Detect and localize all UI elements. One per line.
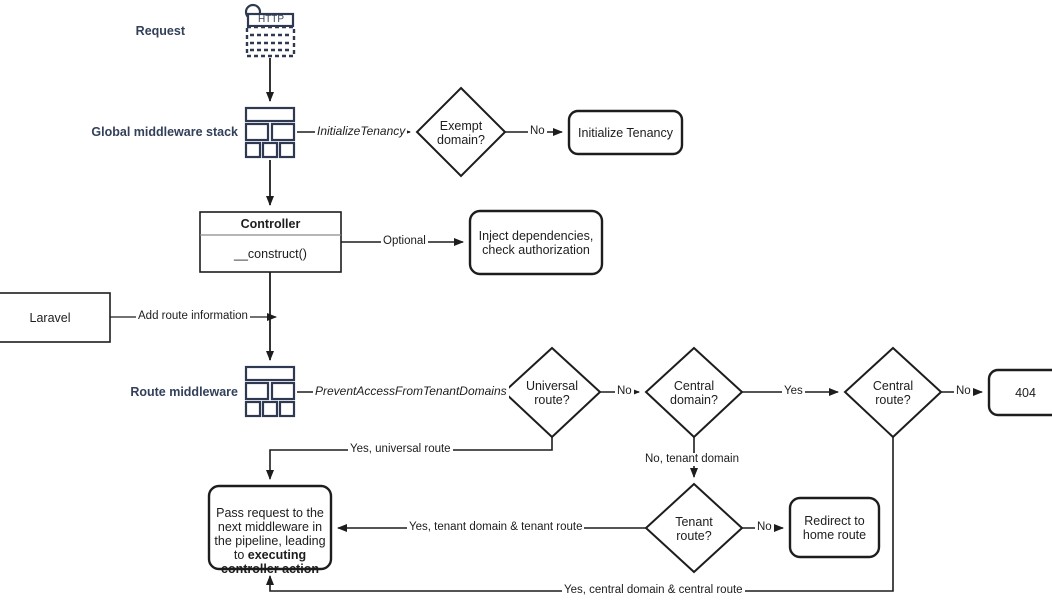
node-label-pass-request: Pass request to the next middleware in t…: [209, 486, 331, 576]
edge-label-controller-optional: Optional: [381, 235, 428, 248]
node-laravel: [0, 292, 111, 343]
edge-label-initialize-tenancy-middleware: InitializeTenancy: [315, 124, 408, 138]
node-label-central-route: Central route?: [872, 378, 914, 407]
node-label-exempt-domain: Exempt domain?: [437, 118, 485, 147]
edge-label-prevent-access-from-tenant-domains: PreventAccessFromTenantDomains: [313, 384, 509, 398]
node-label-laravel: Laravel: [29, 310, 71, 325]
node-tenant-route: [644, 482, 744, 574]
node-label-redirect-home: Redirect to home route: [802, 513, 867, 542]
node-redirect-home: [788, 496, 881, 559]
node-label-controller-title: Controller: [240, 216, 301, 231]
pass-request-text-emphasis: executing controller action: [221, 548, 319, 576]
node-label-inject-dependencies: Inject dependencies, check authorization: [478, 228, 594, 257]
node-404: [987, 368, 1052, 417]
middleware-stack-icon-global: [244, 106, 296, 159]
node-label-universal-route: Universal route?: [525, 378, 579, 407]
edge-label-yes-tenant-domain-tenant-route: Yes, tenant domain & tenant route: [407, 521, 585, 534]
edge-label-universal-route-no: No: [615, 385, 634, 398]
pass-request-text-plain: Pass request to the next middleware in t…: [214, 506, 326, 562]
label-global-middleware-stack: Global middleware stack: [91, 125, 238, 139]
node-exempt-domain: [415, 86, 507, 178]
http-badge-label: HTTP: [257, 14, 285, 25]
edge-label-add-route-information: Add route information: [136, 310, 250, 323]
node-label-initialize-tenancy: Initialize Tenancy: [578, 125, 673, 140]
middleware-stack-icon-route: [244, 365, 296, 418]
node-initialize-tenancy: [567, 109, 684, 156]
http-request-icon: [244, 3, 296, 58]
node-label-tenant-route: Tenant route?: [675, 514, 713, 543]
node-pass-request: [207, 484, 333, 571]
edge-label-central-domain-yes: Yes: [782, 385, 805, 398]
label-route-middleware: Route middleware: [130, 385, 238, 399]
node-label-controller-method: __construct(): [234, 246, 307, 261]
edge-label-tenant-route-no: No: [755, 521, 774, 534]
label-request: Request: [135, 24, 185, 38]
edge-label-central-route-no: No: [954, 385, 973, 398]
edge-label-exempt-domain-no: No: [528, 125, 547, 138]
edge-label-yes-universal-route: Yes, universal route: [348, 443, 453, 456]
node-inject-dependencies: [468, 209, 604, 276]
node-label-central-domain: Central domain?: [670, 378, 718, 407]
node-label-404: 404: [1015, 385, 1036, 400]
edge-label-no-tenant-domain: No, tenant domain: [643, 453, 741, 466]
edge-label-yes-central-domain-central-route: Yes, central domain & central route: [562, 584, 745, 597]
node-controller: [199, 211, 342, 273]
